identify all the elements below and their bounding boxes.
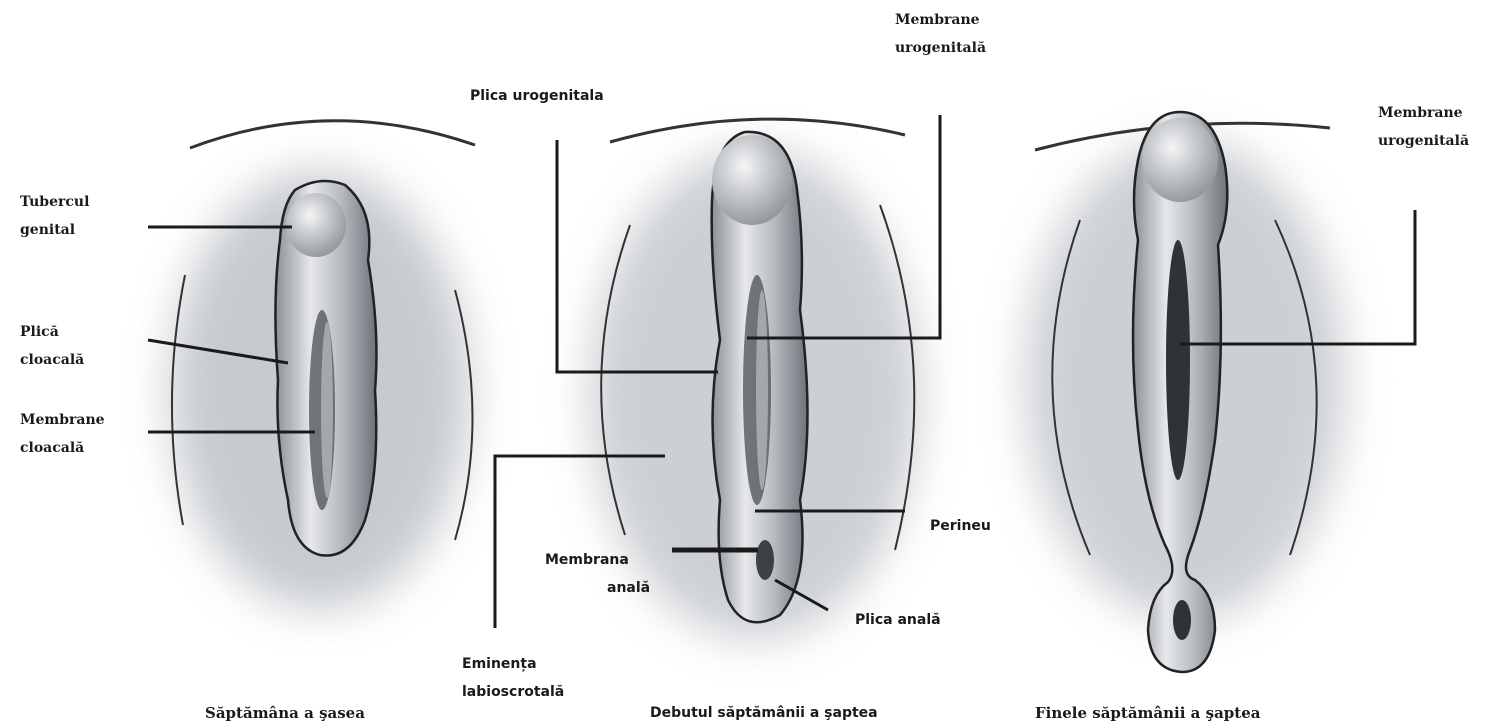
caption-stage-1: Săptămâna a şasea <box>205 699 365 727</box>
label-membrana-anala: Membrana anală <box>545 546 650 602</box>
caption-stage-3: Finele săptămânii a şaptea <box>1035 699 1260 727</box>
stage-1-drawing <box>148 121 475 610</box>
label-eminenta-labioscrotala: Eminența labioscrotală <box>462 650 564 706</box>
label-membrane-urogenitala-mid: Membrane urogenitală <box>895 6 986 62</box>
label-membrane-cloacala: Membrane cloacală <box>20 406 105 462</box>
stage-3-drawing <box>1025 112 1415 672</box>
label-perineu: Perineu <box>930 512 991 540</box>
label-plica-cloacala: Plică cloacală <box>20 318 84 374</box>
label-plica-anala: Plica anală <box>855 606 941 634</box>
label-tubercul-genital: Tubercul genital <box>20 188 89 244</box>
label-membrane-urogenitala-right: Membrane urogenitală <box>1378 99 1469 155</box>
caption-stage-2: Debutul săptămânii a şaptea <box>650 699 878 727</box>
label-plica-urogenitala: Plica urogenitala <box>470 82 604 110</box>
